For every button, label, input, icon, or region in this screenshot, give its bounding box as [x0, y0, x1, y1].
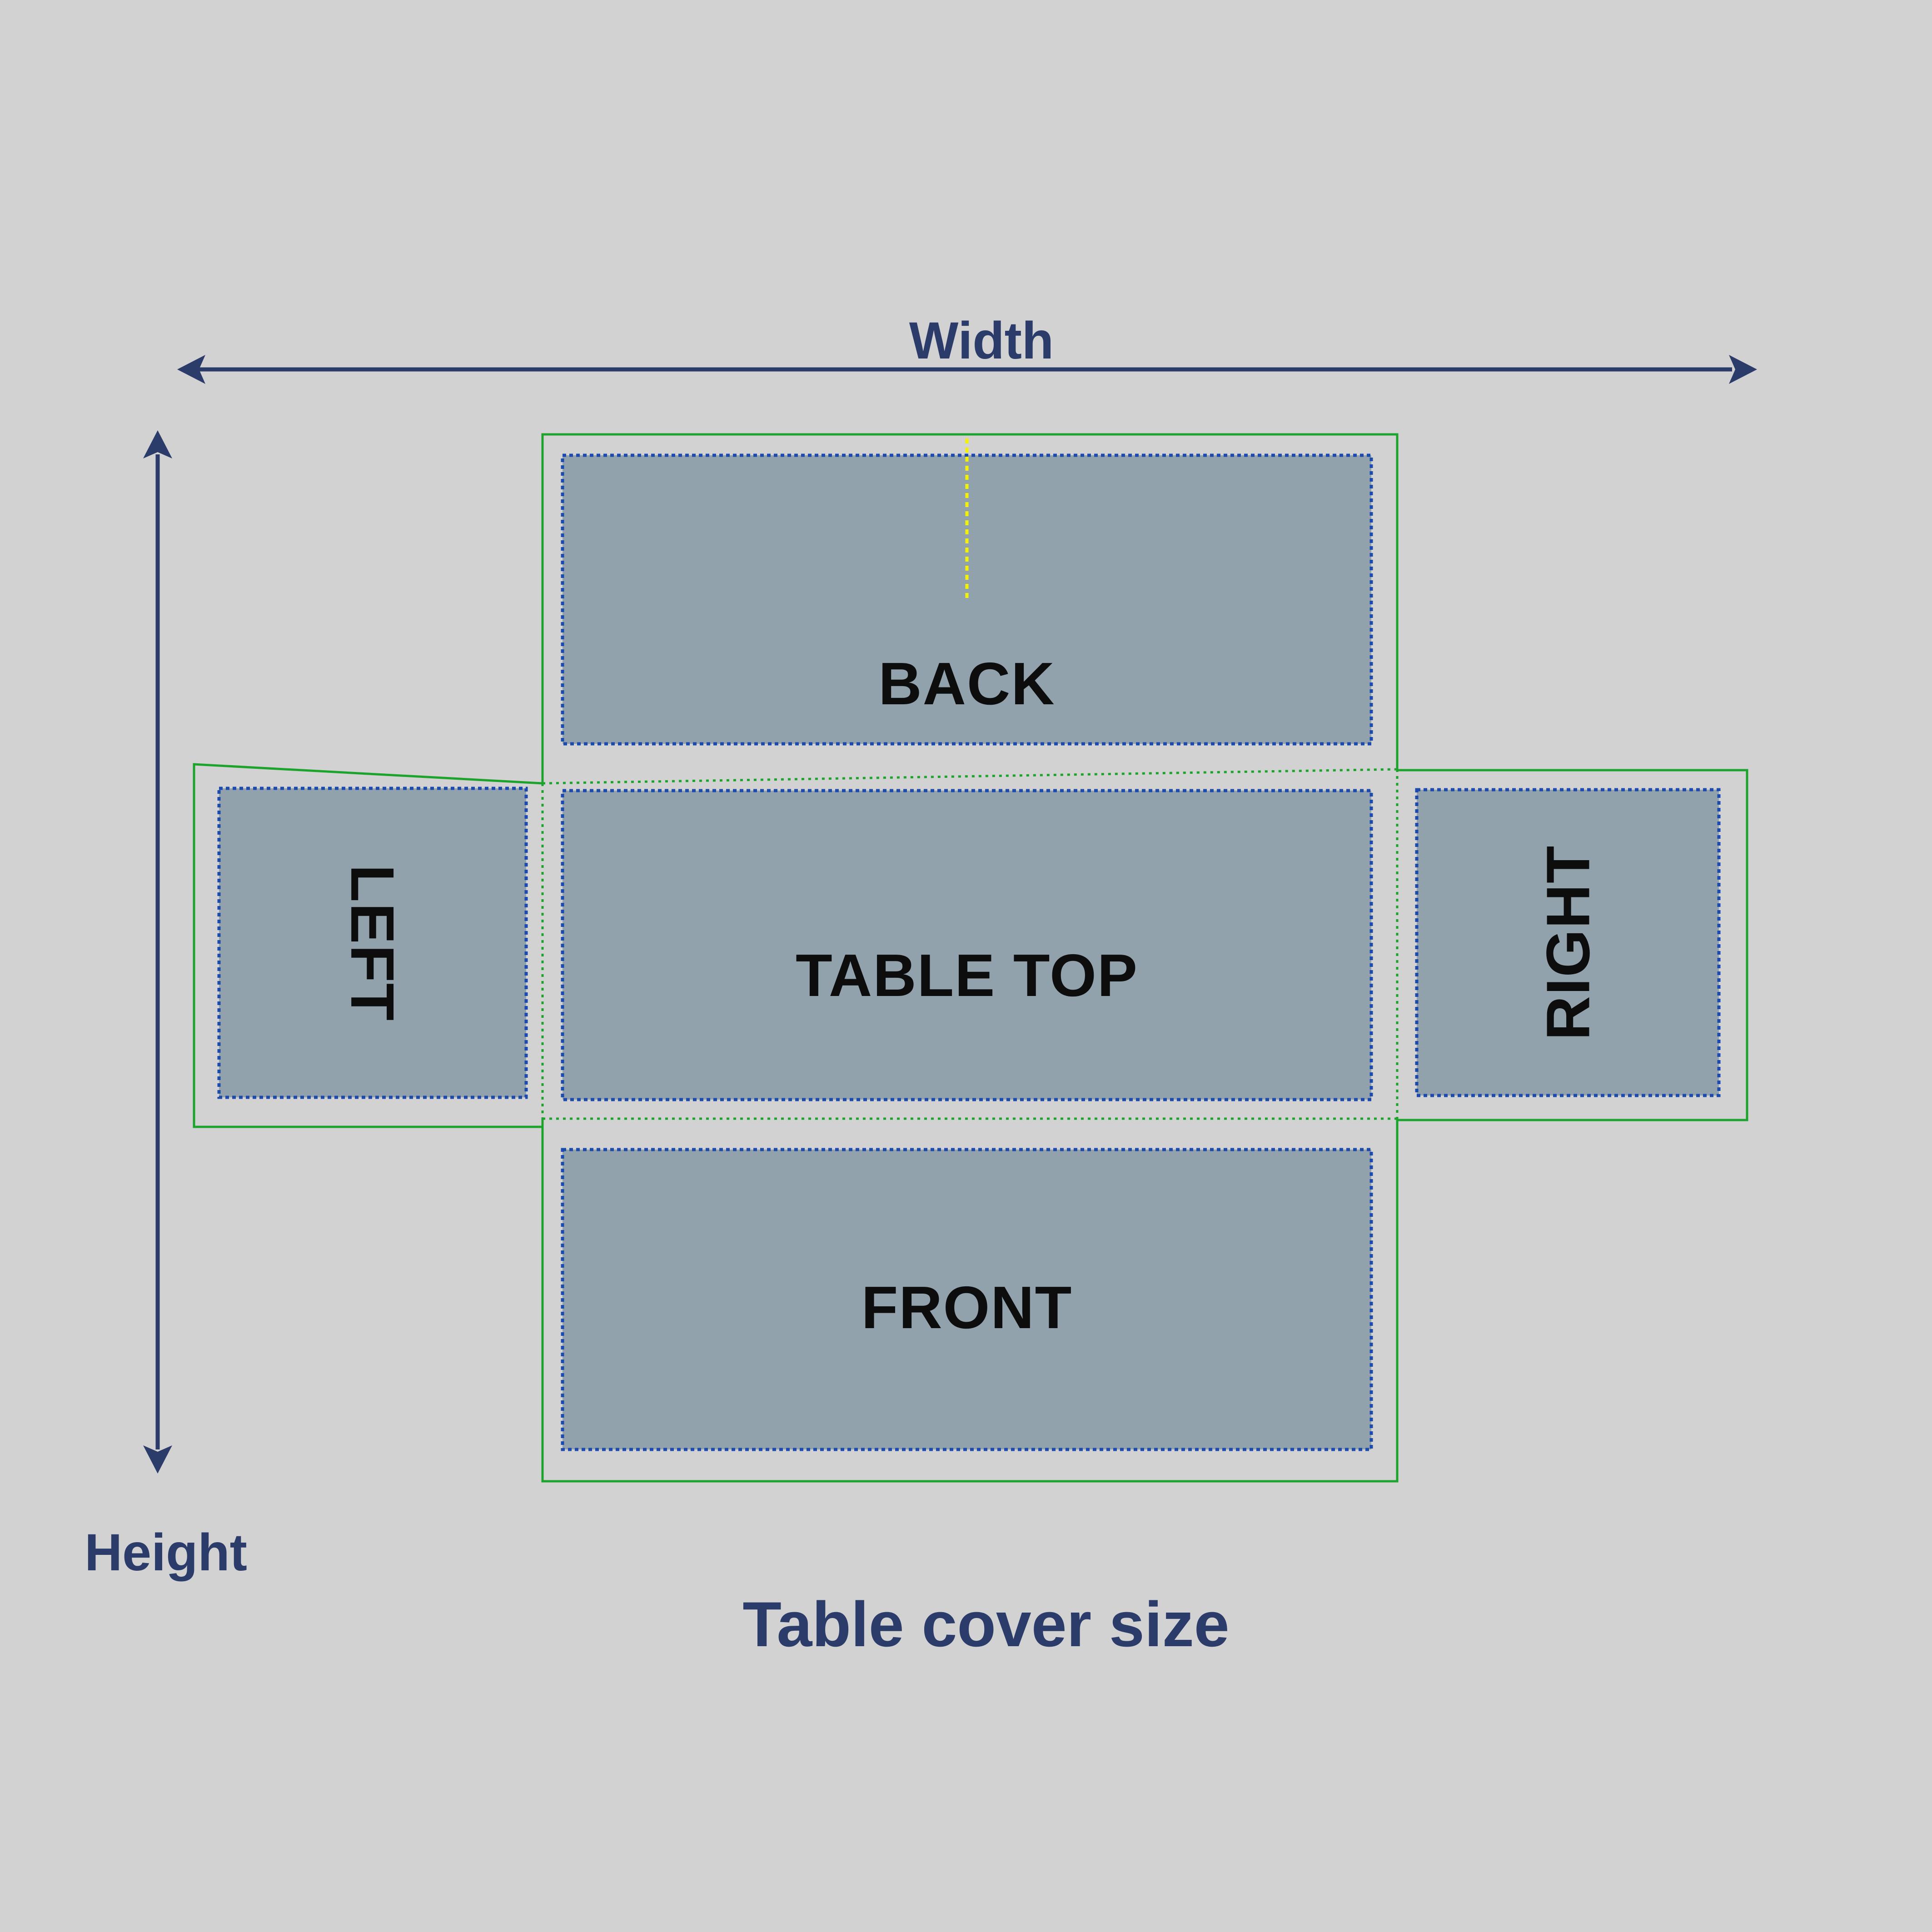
tabletop-fold-line-top	[542, 768, 1398, 785]
right-panel-label: RIGHT	[1534, 845, 1602, 1041]
left-panel-label-box: LEFT	[219, 788, 526, 1097]
back-cut-outline	[541, 433, 1399, 783]
height-arrow-top-head	[143, 430, 172, 458]
left-panel-label: LEFT	[338, 864, 407, 1021]
right-panel-label-box: RIGHT	[1417, 790, 1719, 1095]
width-arrow-right-head	[1729, 355, 1757, 384]
height-arrow	[143, 430, 172, 1474]
width-arrow-left-head	[177, 355, 205, 384]
tabletop-panel-label: TABLE TOP	[796, 942, 1138, 1009]
back-panel-label: BACK	[878, 650, 1056, 717]
width-label: Width	[909, 312, 1054, 370]
front-panel-label: FRONT	[861, 1274, 1073, 1341]
height-label: Height	[85, 1524, 247, 1582]
tabletop-panel	[561, 789, 1373, 1101]
front-cut-outline	[541, 1119, 1399, 1483]
right-panel	[1415, 788, 1721, 1097]
cut-outlines	[193, 433, 1748, 1483]
fabric-panels	[217, 453, 1721, 1451]
diagram-title: Table cover size	[742, 1588, 1230, 1660]
width-arrow	[177, 355, 1757, 384]
front-panel	[561, 1148, 1373, 1451]
left-panel	[217, 787, 528, 1099]
height-arrow-bottom-head	[143, 1445, 172, 1474]
right-cut-outline	[1397, 769, 1748, 1121]
left-cut-outline	[193, 763, 543, 1128]
